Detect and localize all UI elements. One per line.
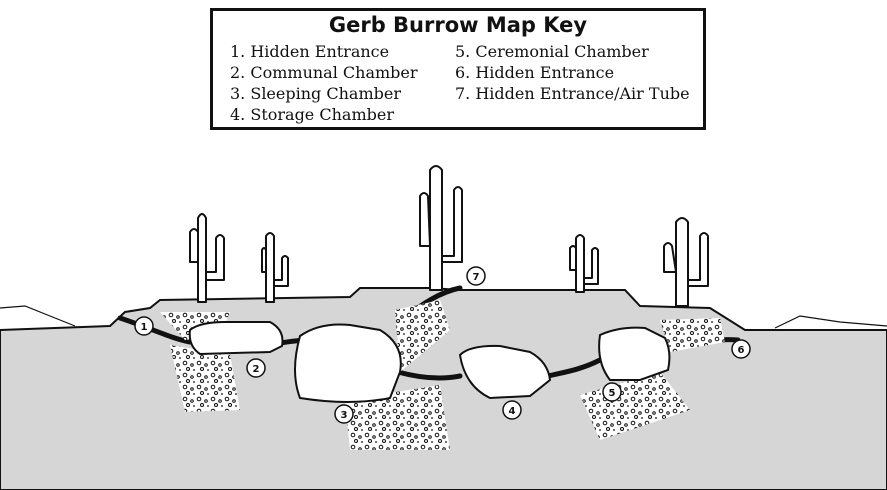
svg-text:5: 5	[609, 388, 616, 399]
key-item: 6. Hidden Entrance	[455, 63, 615, 82]
map-key: Gerb Burrow Map Key 1. Hidden Entrance 2…	[210, 8, 706, 130]
key-item: 2. Communal Chamber	[230, 63, 418, 82]
key-item: 4. Storage Chamber	[230, 105, 394, 124]
svg-text:1: 1	[141, 322, 148, 333]
marker-6: 6	[731, 339, 751, 359]
cactus-icon	[189, 213, 225, 303]
svg-text:4: 4	[509, 406, 516, 417]
chambers	[188, 321, 671, 403]
key-item: 5. Ceremonial Chamber	[455, 42, 649, 61]
key-column-right: 5. Ceremonial Chamber 6. Hidden Entrance…	[455, 41, 690, 104]
cactus-icon	[663, 217, 709, 307]
marker-7: 7	[466, 266, 486, 286]
distant-hills	[0, 305, 887, 329]
key-item: 3. Sleeping Chamber	[230, 84, 401, 103]
cactus-icon	[261, 232, 289, 303]
cactus-icon	[569, 234, 599, 293]
key-item: 1. Hidden Entrance	[230, 42, 390, 61]
marker-5: 5	[602, 382, 622, 402]
markers: 1 2 3 4 5 6 7	[134, 266, 751, 424]
marker-3: 3	[334, 404, 354, 424]
svg-text:7: 7	[473, 272, 480, 283]
marker-1: 1	[134, 316, 154, 336]
marker-2: 2	[246, 358, 266, 378]
key-title: Gerb Burrow Map Key	[328, 13, 588, 37]
key-item: 7. Hidden Entrance/Air Tube	[455, 84, 690, 103]
cactus-icon	[419, 165, 463, 291]
cacti	[189, 165, 709, 307]
key-column-left: 1. Hidden Entrance 2. Communal Chamber 3…	[230, 41, 418, 125]
svg-text:2: 2	[253, 364, 260, 375]
tunnel-network	[117, 285, 741, 381]
marker-4: 4	[502, 400, 522, 420]
sleeping-chamber	[294, 323, 402, 403]
communal-chamber	[188, 321, 284, 356]
svg-text:6: 6	[738, 345, 745, 356]
ceremonial-chamber	[598, 326, 671, 381]
svg-text:3: 3	[341, 410, 348, 421]
storage-chamber	[458, 344, 552, 400]
